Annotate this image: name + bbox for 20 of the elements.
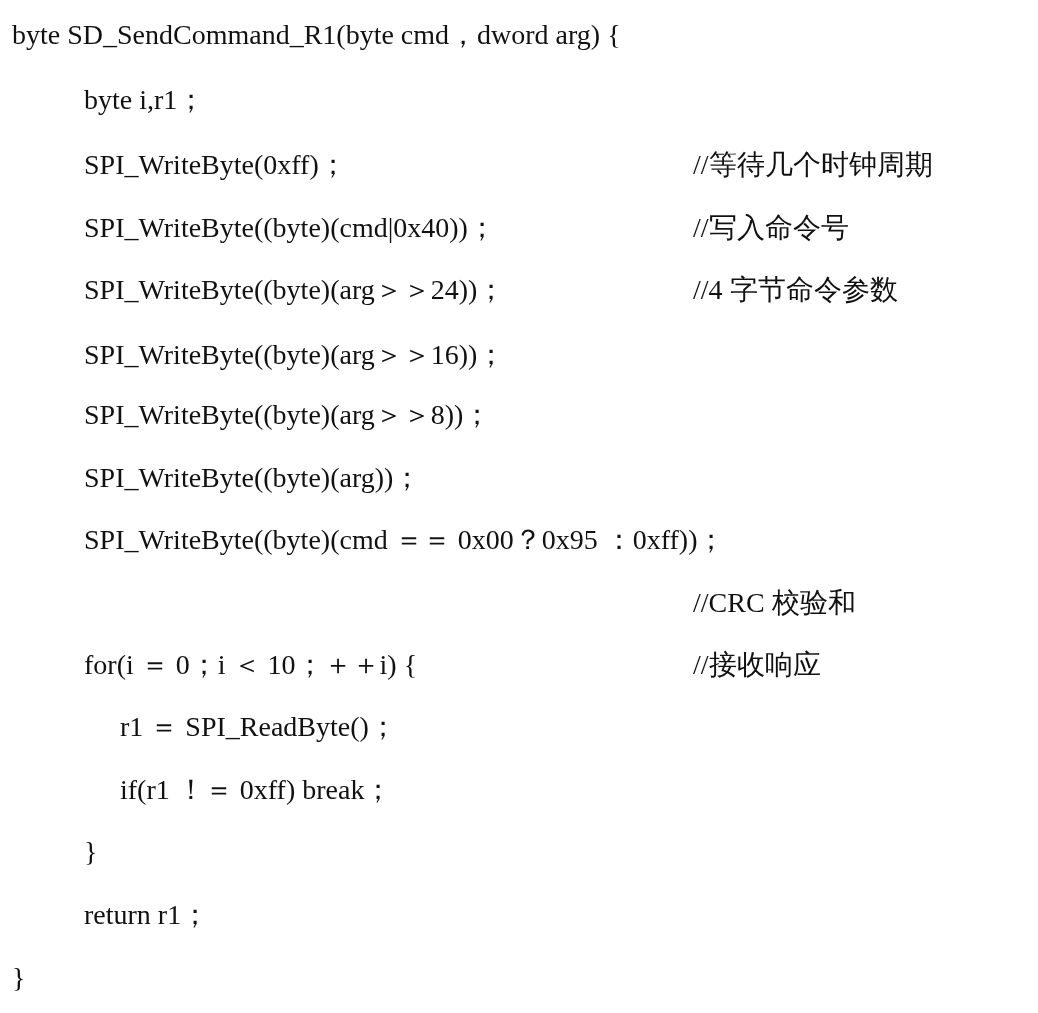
code-line: byte SD_SendCommand_R1(byte cmd，dword arg) {	[12, 18, 621, 52]
code-comment: //CRC 校验和	[693, 586, 856, 620]
code-line: SPI_WriteByte((byte)(cmd ＝＝ 0x00？0x95 ：0xff))；	[84, 523, 726, 557]
code-line: SPI_WriteByte((byte)(cmd|0x40))；	[84, 211, 496, 245]
code-line: for(i ＝ 0；i ＜ 10；＋＋i) {	[84, 648, 418, 682]
code-line: SPI_WriteByte((byte)(arg＞＞24))；	[84, 273, 506, 307]
code-line: SPI_WriteByte((byte)(arg＞＞16))；	[84, 338, 506, 372]
code-line: SPI_WriteByte((byte)(arg))；	[84, 461, 422, 495]
code-comment: //写入命令号	[693, 211, 849, 245]
code-comment: //等待几个时钟周期	[693, 148, 933, 182]
code-comment: //4 字节命令参数	[693, 273, 898, 307]
code-line: }	[84, 835, 98, 869]
code-line: return r1；	[84, 898, 210, 932]
code-line: if(r1 ！＝ 0xff) break；	[120, 773, 393, 807]
code-line: SPI_WriteByte((byte)(arg＞＞8))；	[84, 398, 492, 432]
code-line: byte i,r1；	[84, 83, 206, 117]
code-comment: //接收响应	[693, 648, 821, 682]
code-line: SPI_WriteByte(0xff)；	[84, 148, 347, 182]
code-line: r1 ＝ SPI_ReadByte()；	[120, 710, 397, 744]
code-line: }	[12, 961, 26, 995]
